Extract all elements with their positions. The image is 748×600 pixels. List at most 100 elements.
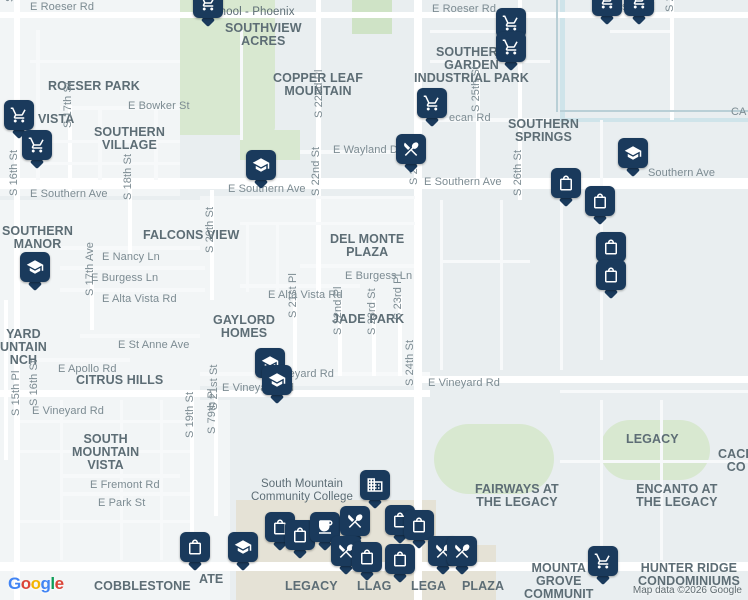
road-label: S 16th St <box>28 359 40 406</box>
neighborhood-label: LEGACY <box>285 579 338 593</box>
road-minor <box>200 372 430 376</box>
marker-body <box>551 168 581 198</box>
road-e-southern-ave <box>0 178 748 189</box>
road-e-apollo-rd <box>20 358 130 362</box>
neighborhood-label: SOUTHERN VILLAGE <box>94 125 165 152</box>
road-e-vineyard-rd <box>0 390 430 397</box>
road-label: S 19th St <box>184 391 196 438</box>
road-label: S 21st Pl <box>287 273 299 318</box>
map-marker-graduation[interactable] <box>20 252 50 292</box>
road-grid <box>440 200 443 370</box>
marker-body <box>624 0 654 16</box>
road-label: E Roeser Rd <box>432 3 497 15</box>
map-marker-restaurant[interactable] <box>396 134 426 174</box>
neighborhood-label: SOUTHERN MANOR <box>2 224 73 251</box>
road-label: E Southern Ave <box>424 176 502 188</box>
restaurant-icon <box>455 544 470 558</box>
map-marker-cart[interactable] <box>193 0 223 28</box>
road-label: S 24th St <box>404 339 416 386</box>
road-label: E Fremont Rd <box>90 479 160 491</box>
map-marker-bag[interactable] <box>404 510 434 550</box>
road-s-25th-st <box>476 60 480 185</box>
map-marker-graduation[interactable] <box>228 532 258 572</box>
graduation-icon <box>268 373 286 387</box>
cart-icon <box>423 95 439 111</box>
marker-body <box>404 510 434 540</box>
neighborhood-label: ENCANTO AT THE LEGACY <box>636 482 718 509</box>
map-marker-bag[interactable] <box>385 544 415 584</box>
road-e-park-st <box>60 492 190 496</box>
cart-icon <box>10 107 26 123</box>
neighborhood-label: HUNTER RIDGE CONDOMINIUMS <box>638 561 740 588</box>
road-label: E St Anne Ave <box>118 339 190 351</box>
map-marker-bag[interactable] <box>551 168 581 208</box>
road-grid <box>600 400 603 560</box>
road-label: S 22nd Pl <box>332 286 344 335</box>
road-grid <box>660 400 663 560</box>
neighborhood-label: SOUTH MOUNTAIN VISTA <box>72 432 140 472</box>
map-marker-cart[interactable] <box>4 100 34 140</box>
neighborhood-label: SOUTHERN SPRINGS <box>508 117 579 144</box>
road-label: S 23rd St <box>366 288 378 335</box>
neighborhood-label: CACH CO <box>718 447 748 474</box>
road-s-23rd-st <box>372 300 376 376</box>
cup-icon <box>319 520 333 534</box>
map-marker-cart[interactable] <box>592 0 622 26</box>
google-logo: Google <box>8 574 64 593</box>
neighborhood-label: JADE PARK <box>332 312 405 326</box>
road-grid <box>560 390 748 393</box>
bag-icon <box>394 551 406 567</box>
map-marker-bag[interactable] <box>352 542 382 582</box>
map-marker-restaurant[interactable] <box>340 506 370 546</box>
road-label: E Alta Vista Rd <box>268 289 343 301</box>
road-grid <box>246 222 249 292</box>
neighborhood-label: LEGACY <box>626 432 679 446</box>
map-marker-cart[interactable] <box>588 546 618 586</box>
map-marker-bag[interactable] <box>596 260 626 300</box>
road-label: S 22nd Pl <box>313 69 325 118</box>
map-marker-graduation[interactable] <box>618 138 648 178</box>
road-s-24th-st <box>414 0 422 600</box>
neighborhood-label: CITRUS HILLS <box>76 373 164 387</box>
map-marker-building[interactable] <box>360 470 390 510</box>
road-grid <box>98 110 102 180</box>
road-e-pecan-rd <box>420 118 550 122</box>
bag-icon <box>605 267 617 283</box>
road-label: ecan Rd <box>449 112 491 124</box>
map-marker-bag[interactable] <box>180 532 210 572</box>
neighborhood-label: LEGA <box>411 579 447 593</box>
neighborhood-label: YARD UNTAIN NCH <box>0 327 47 367</box>
map-marker-bag[interactable] <box>596 232 626 272</box>
road-label: E Bowker St <box>128 100 190 112</box>
map-marker-graduation[interactable] <box>246 150 276 190</box>
map-marker-graduation[interactable] <box>262 365 292 405</box>
road-e-burgess-ln <box>60 266 205 270</box>
map-marker-cart[interactable] <box>417 88 447 128</box>
map-marker-cart[interactable] <box>624 0 654 26</box>
road-s-21st-pl <box>293 296 297 376</box>
map-marker-restaurant[interactable] <box>447 536 477 576</box>
road-e-st-anne-ave <box>80 334 200 338</box>
marker-body <box>596 232 626 262</box>
road-label: S 16th St <box>4 0 16 2</box>
canal <box>560 118 748 122</box>
road-grid <box>430 30 510 33</box>
road-grid <box>60 400 63 560</box>
cart-icon <box>633 0 645 9</box>
road-grid <box>154 110 158 180</box>
road-e-wayland-dr <box>300 150 420 154</box>
map-marker-bag[interactable] <box>585 186 615 226</box>
neighborhood-label: COBBLESTONE <box>94 579 191 593</box>
cart-icon <box>502 39 518 55</box>
road-label: E Park St <box>98 497 146 509</box>
map-marker-cart[interactable] <box>22 130 52 170</box>
map-marker-cart[interactable] <box>496 32 526 72</box>
road-grid <box>430 60 550 63</box>
bag-icon <box>274 519 286 535</box>
road-s-22nd-pl <box>338 300 342 376</box>
neighborhood-label: ATE <box>199 572 224 586</box>
road-s-28th-pl <box>670 0 674 120</box>
bag-icon <box>189 539 201 555</box>
road-s-22nd-st <box>316 0 321 300</box>
